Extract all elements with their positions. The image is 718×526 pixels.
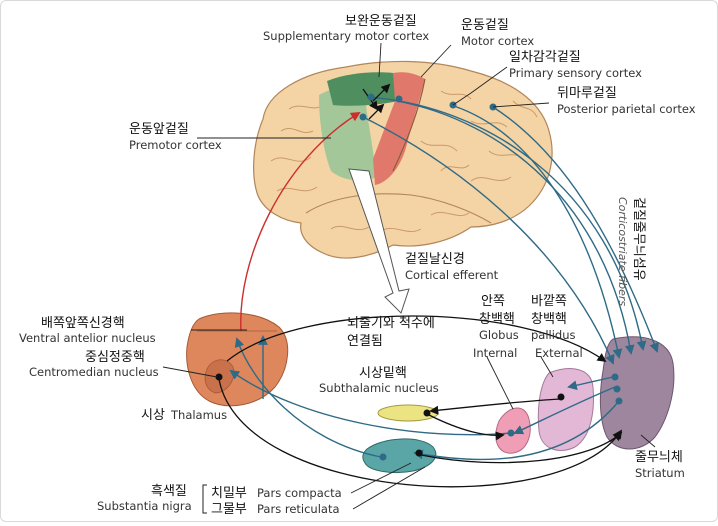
gpi-dot bbox=[507, 429, 515, 437]
corticostriate-fiber-4 bbox=[492, 106, 659, 353]
striatum-to-gpi bbox=[513, 386, 616, 435]
thalamocortical-pathway bbox=[240, 111, 361, 332]
pr-label-ko: 그물부 bbox=[211, 502, 247, 517]
sma-label-ko: 보완운동겉질 bbox=[345, 14, 417, 29]
motor-label-en: Motor cortex bbox=[461, 34, 534, 48]
cortex-dot-premotor bbox=[359, 113, 367, 121]
stn-dot bbox=[423, 409, 431, 417]
gp-label-en-2: pallidus bbox=[531, 328, 576, 342]
va-label-ko: 배쪽앞쪽신경핵 bbox=[41, 316, 125, 331]
gpi-to-thalamus bbox=[229, 369, 512, 436]
cortex-dot-sma bbox=[367, 93, 375, 101]
gpi-label-en: Internal bbox=[473, 346, 517, 360]
corticostriate-label-en: Corticostriate fibers bbox=[616, 197, 629, 306]
gyri-texture bbox=[270, 90, 538, 233]
cortical-efferent-arrow bbox=[348, 168, 410, 314]
cm-dot bbox=[215, 373, 223, 381]
labels: 보완운동겉질 Supplementary motor cortex 운동겉질 M… bbox=[19, 14, 696, 517]
efferent-label-en: Cortical efferent bbox=[405, 268, 499, 282]
thalamus bbox=[186, 312, 289, 407]
striatum-dot-3 bbox=[615, 397, 623, 405]
gpe-dot bbox=[557, 393, 565, 401]
pathways bbox=[218, 83, 659, 488]
striatum-label-ko: 줄무늬체 bbox=[635, 450, 683, 465]
cortex-dot-motor bbox=[395, 95, 403, 103]
cortical-arrow-1 bbox=[372, 83, 391, 102]
cm-label-en: Centromedian nucleus bbox=[29, 365, 159, 379]
thalamus-body bbox=[186, 312, 289, 407]
sn-label-ko: 흑색질 bbox=[151, 484, 187, 499]
sn-bracket bbox=[202, 484, 207, 514]
striatum-dot-2 bbox=[613, 385, 621, 393]
cm-to-striatum bbox=[218, 378, 623, 488]
pm-label-ko: 운동앞겉질 bbox=[129, 122, 189, 137]
corticostriate-fiber-5 bbox=[362, 116, 615, 365]
corticostriate-fiber-2 bbox=[396, 100, 635, 355]
striatum bbox=[599, 336, 675, 450]
motor-label-ko: 운동겉질 bbox=[461, 18, 509, 33]
striatum-to-sn bbox=[413, 400, 620, 461]
cm-label-ko: 중심정중핵 bbox=[85, 350, 145, 365]
corticostriate-label-ko: 겉질줄무늬섬유 bbox=[631, 197, 646, 281]
stn-to-gpi bbox=[428, 414, 505, 441]
efferent-label-ko: 겉질날신경 bbox=[405, 252, 465, 267]
gpi-label-ko-2: 창백핵 bbox=[479, 312, 515, 327]
leader-lines bbox=[162, 42, 656, 510]
va-label-en: Ventral antelior nucleus bbox=[19, 331, 156, 345]
striatum-label-en: Striatum bbox=[635, 466, 685, 480]
brain bbox=[253, 60, 553, 259]
stn-label-ko: 시상밑핵 bbox=[359, 366, 407, 381]
sn-dot-black bbox=[415, 449, 423, 457]
sn-label-en: Substantia nigra bbox=[97, 499, 192, 513]
sn-dot-blue bbox=[379, 453, 387, 461]
stn-label-en: Subthalamic nucleus bbox=[319, 381, 439, 395]
gpe-to-stn bbox=[429, 398, 562, 415]
thalamus-label-en: Thalamus bbox=[170, 408, 227, 422]
gp-label-en-1: Globus bbox=[479, 328, 519, 342]
sn-to-thalamus bbox=[234, 337, 382, 458]
sylvian-fissure bbox=[305, 193, 492, 224]
sn-to-striatum bbox=[420, 431, 623, 464]
cortical-arrow-3 bbox=[368, 103, 385, 120]
brainstem-label-2: 연결됨 bbox=[347, 334, 383, 349]
s1-label-en: Primary sensory cortex bbox=[509, 66, 642, 80]
central-sulcus bbox=[392, 78, 426, 172]
ppc-label-ko: 뒤마루겉질 bbox=[557, 86, 617, 101]
gpi-label-ko-1: 안쪽 bbox=[481, 294, 505, 309]
s1-label-ko: 일차감각겉질 bbox=[509, 50, 581, 65]
pm-label-en: Premotor cortex bbox=[129, 138, 222, 152]
brainstem-label-1: 뇌줄기와 척수에 bbox=[347, 316, 435, 331]
motor-cortex-region bbox=[373, 72, 425, 185]
ppc-label-en: Posterior parietal cortex bbox=[557, 102, 696, 116]
gpe-label-ko-1: 바깥쪽 bbox=[531, 294, 567, 309]
thalamus-to-striatum-arc bbox=[226, 315, 607, 363]
sma-label-en: Supplementary motor cortex bbox=[263, 29, 429, 43]
striatum-to-gpe bbox=[567, 376, 614, 391]
substantia-nigra bbox=[362, 438, 437, 474]
pr-label-en: Pars reticulata bbox=[257, 502, 340, 516]
premotor-cortex-region bbox=[319, 86, 377, 181]
thalamus-label-ko: 시상 bbox=[141, 408, 165, 423]
pc-label-en: Pars compacta bbox=[257, 486, 342, 500]
striatum-dot-1 bbox=[611, 373, 619, 381]
gpe-label-en: External bbox=[535, 346, 583, 360]
corticostriate-fiber-3 bbox=[450, 104, 623, 359]
gpe-label-ko-2: 창백핵 bbox=[531, 312, 567, 327]
pc-label-ko: 치밀부 bbox=[211, 486, 247, 501]
